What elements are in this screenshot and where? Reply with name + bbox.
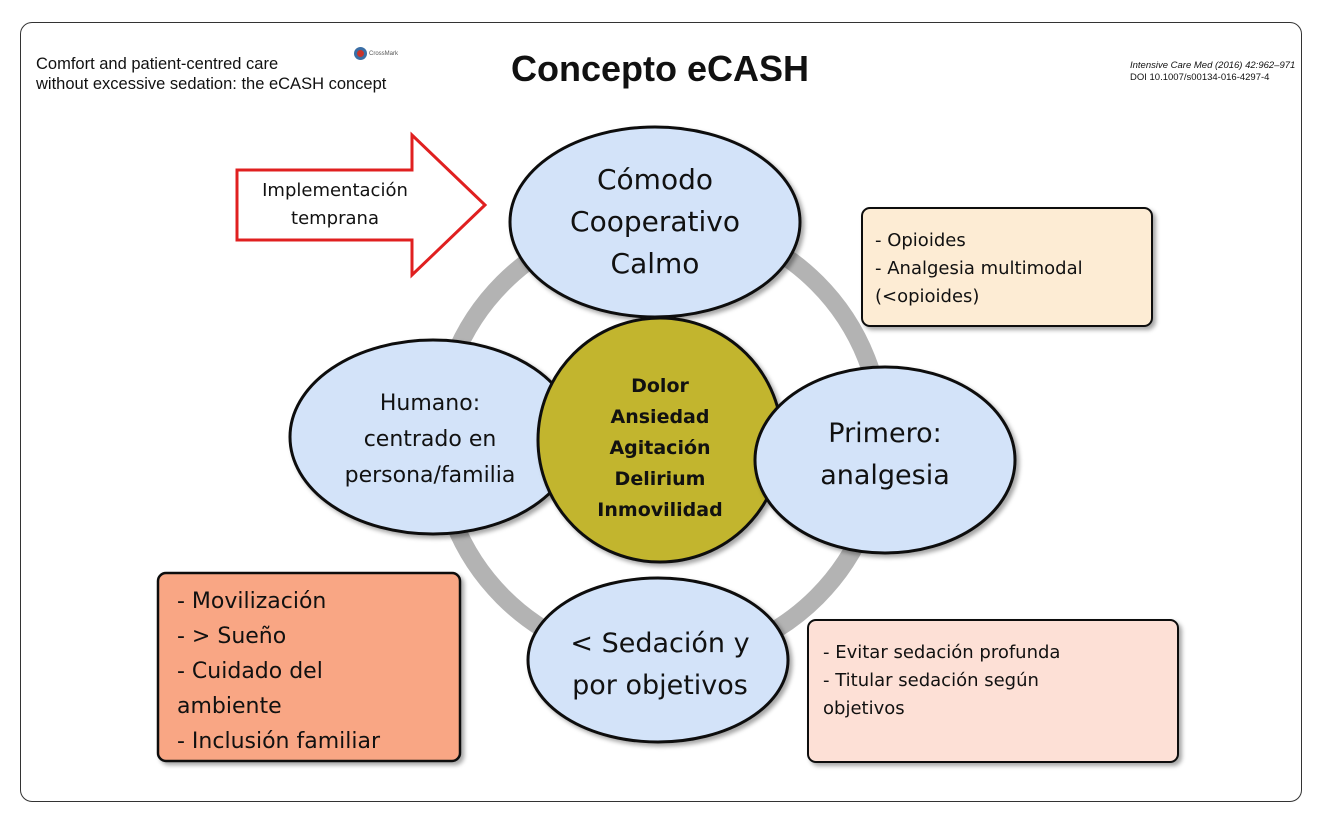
box-sedacion-bg <box>807 619 1179 763</box>
bottom-circle-text: < Sedación y por objetivos <box>535 620 785 710</box>
citation-doi: DOI 10.1007/s00134-016-4297-4 <box>1130 72 1270 83</box>
center-circle-line: Delirium <box>614 467 706 490</box>
box-humano-line: - Cuidado del <box>177 659 323 684</box>
left-circle-line: Humano: <box>379 391 481 416</box>
left-circle-line: persona/familia <box>344 463 516 488</box>
right-circle-line: Primero: <box>828 418 942 449</box>
box-sedacion-line: - Titular sedación según <box>823 670 1039 691</box>
center-circle-line: Inmovilidad <box>597 498 723 521</box>
crossmark-label: CrossMark <box>369 50 399 57</box>
arrow-shape <box>235 131 488 279</box>
article-title-line: without excessive sedation: the eCASH co… <box>36 75 387 93</box>
box-humano-line: ambiente <box>177 694 282 719</box>
center-circle-line: Dolor <box>631 374 689 397</box>
top-circle-line: Cómodo <box>597 163 713 196</box>
bottom-circle-line: < Sedación y <box>570 628 750 659</box>
arrow-label-line: Implementación <box>262 180 408 201</box>
center-circle-line: Agitación <box>609 436 711 459</box>
figure-frame <box>20 22 1302 802</box>
box-humano-line: - > Sueño <box>177 624 287 649</box>
article-title: Comfort and patient-centred care without… <box>36 54 386 94</box>
crossmark-logo[interactable]: CrossMark <box>354 47 398 60</box>
box-humano: - Movilización - > Sueño - Cuidado del a… <box>177 584 380 759</box>
citation-journal: Intensive Care Med (2016) 42:962–971 <box>1130 60 1296 71</box>
citation: Intensive Care Med (2016) 42:962–971 DOI… <box>1130 60 1295 84</box>
right-ellipse <box>753 365 1017 555</box>
box-humano-line: - Movilización <box>177 589 327 614</box>
top-circle-line: Cooperativo <box>570 205 740 238</box>
top-circle-line: Calmo <box>610 247 700 280</box>
box-sedacion: - Evitar sedación profunda - Titular sed… <box>823 639 1060 723</box>
arrow-label: Implementación temprana <box>240 170 430 240</box>
bottom-circle-line: por objetivos <box>572 670 748 701</box>
center-circle-text: Dolor Ansiedad Agitación Delirium Inmovi… <box>560 368 760 528</box>
bottom-ellipse <box>526 576 790 744</box>
left-circle-line: centrado en <box>363 427 497 452</box>
box-humano-bg <box>156 571 462 763</box>
box-analgesia: - Opioides - Analgesia multimodal (<opio… <box>875 227 1083 311</box>
right-circle-text: Primero: analgesia <box>760 400 1010 510</box>
article-title-line: Comfort and patient-centred care <box>36 55 279 73</box>
box-analgesia-line: (<opioides) <box>875 286 980 307</box>
box-analgesia-line: - Analgesia multimodal <box>875 258 1083 279</box>
box-sedacion-line: objetivos <box>823 698 905 719</box>
left-circle-text: Humano: centrado en persona/familia <box>300 370 560 510</box>
page-title: Concepto eCASH <box>510 48 810 89</box>
arrow-label-line: temprana <box>291 208 379 229</box>
box-humano-line: - Inclusión familiar <box>177 729 381 754</box>
box-analgesia-line: - Opioides <box>875 230 966 251</box>
crossmark-icon <box>354 47 367 60</box>
right-circle-line: analgesia <box>820 460 950 491</box>
center-circle-line: Ansiedad <box>610 405 710 428</box>
box-analgesia-bg <box>861 207 1153 327</box>
box-sedacion-line: - Evitar sedación profunda <box>823 642 1061 663</box>
top-circle-text: Cómodo Cooperativo Calmo <box>510 140 800 304</box>
